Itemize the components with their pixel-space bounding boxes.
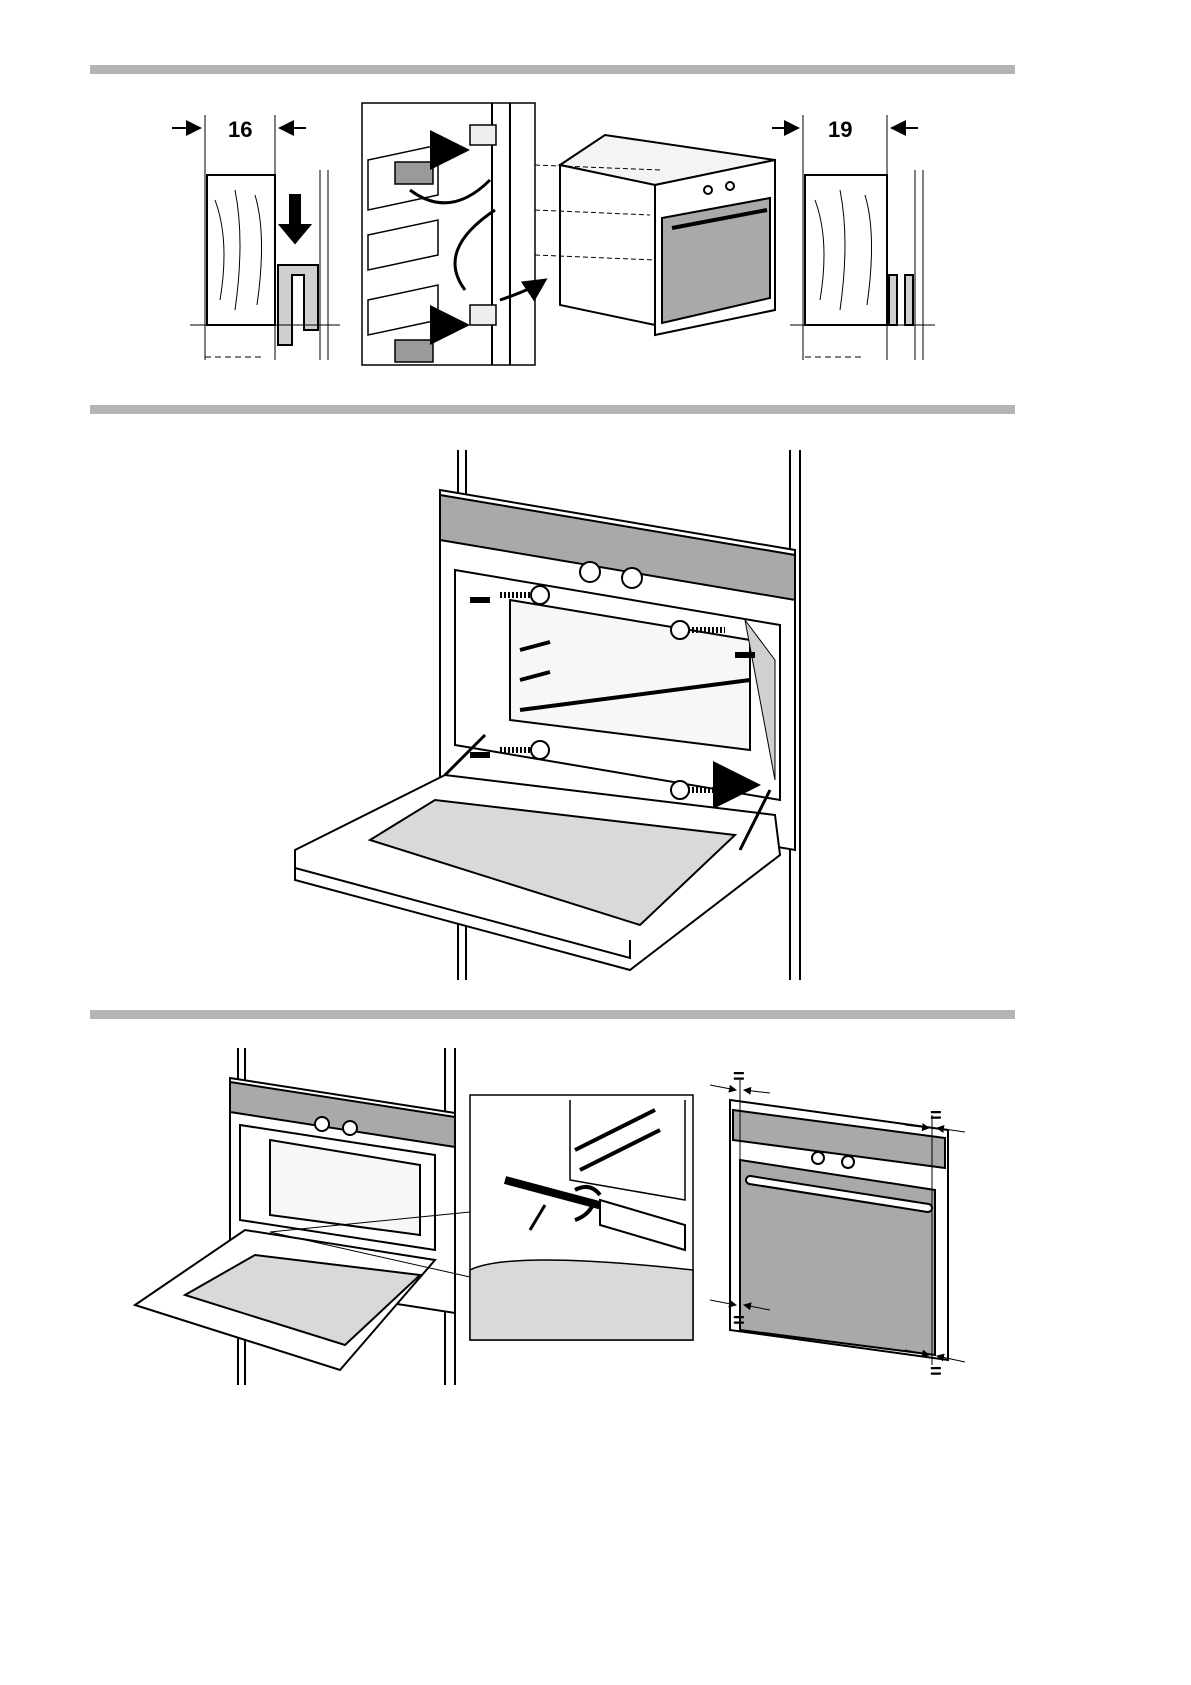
oven-isometric [534, 133, 776, 337]
section-divider-2 [90, 405, 1015, 414]
screwdriver-adjustment-inset [469, 1094, 694, 1341]
wall-section-16 [172, 115, 340, 360]
equal-gap-mark-top-right: = [930, 1105, 942, 1127]
equal-gap-mark-top-left: = [733, 1066, 745, 1088]
dimension-16-label: 16 [228, 117, 252, 142]
oven-front-alignment [709, 1080, 966, 1365]
dimension-19-label: 19 [828, 117, 852, 142]
section-divider-3 [90, 1010, 1015, 1019]
wall-section-19 [772, 115, 935, 360]
oven-door-open [132, 1048, 471, 1385]
equal-gap-mark-bottom-left: = [733, 1310, 745, 1332]
clip-detail-inset [361, 102, 548, 366]
equal-gap-mark-bottom-right: = [930, 1361, 942, 1383]
oven-screw-fixing [294, 450, 800, 1100]
section-divider-1 [90, 65, 1015, 74]
